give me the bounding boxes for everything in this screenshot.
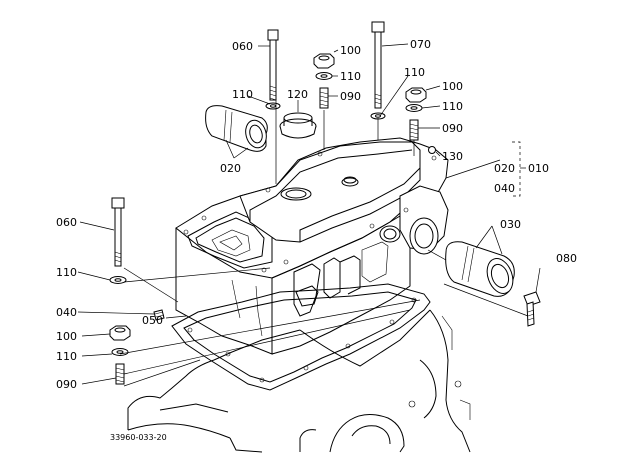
washer-110-top-left [265, 102, 281, 110]
callout-010: 010 [528, 162, 549, 175]
engine-block [127, 309, 471, 453]
callout-labels: 060 100 110 070 090 110 120 110 100 110 … [56, 38, 577, 442]
washer-110-top-middle [315, 72, 333, 80]
callout-110-left: 110 [56, 266, 77, 279]
callout-100-right: 100 [442, 80, 463, 93]
bolt-080 [523, 291, 541, 327]
callout-110-top: 110 [340, 70, 361, 83]
callout-100-lower-left: 100 [56, 330, 77, 343]
callout-050: 050 [142, 314, 163, 327]
bushing-030 [445, 241, 515, 297]
washer-110-lower-left [111, 348, 129, 356]
washer-110-far-right [405, 104, 423, 112]
callout-030: 030 [500, 218, 521, 231]
callout-040-right: 040 [494, 182, 515, 195]
stud-090-top [319, 87, 329, 109]
plug-040-left [153, 309, 165, 321]
callout-110-right: 110 [442, 100, 463, 113]
callout-040-left: 040 [56, 306, 77, 319]
callout-130: 130 [442, 150, 463, 163]
callout-090-lower-left: 090 [56, 378, 77, 391]
bolt-060-left [111, 197, 125, 267]
callout-120: 120 [287, 88, 308, 101]
callout-100-top: 100 [340, 44, 361, 57]
callout-110-upper-right: 110 [404, 66, 425, 79]
bolt-070 [371, 21, 385, 109]
nut-100-top [313, 53, 335, 69]
nut-100-lower-left [109, 325, 131, 341]
callout-080: 080 [556, 252, 577, 265]
figure-id: 33960-033-20 [110, 433, 167, 442]
leader-lines [77, 43, 541, 387]
plug-120 [279, 112, 317, 139]
housing-body [175, 137, 449, 355]
callout-110-upper-left: 110 [232, 88, 253, 101]
callout-060-left: 060 [56, 216, 77, 229]
stud-090-right [409, 119, 419, 141]
callout-070: 070 [410, 38, 431, 51]
stud-090-lower-left [115, 363, 125, 385]
callout-020-right: 020 [494, 162, 515, 175]
washer-110-left [109, 276, 127, 284]
callout-060-top: 060 [232, 40, 253, 53]
gasket-050 [171, 283, 431, 391]
callout-110-lower-left: 110 [56, 350, 77, 363]
washer-110-right [370, 112, 386, 120]
nut-100-right [405, 87, 427, 103]
callout-090-top: 090 [340, 90, 361, 103]
bushing-020 [205, 105, 268, 152]
bolt-060-top [267, 29, 279, 101]
callout-090-right: 090 [442, 122, 463, 135]
callout-020-left: 020 [220, 162, 241, 175]
